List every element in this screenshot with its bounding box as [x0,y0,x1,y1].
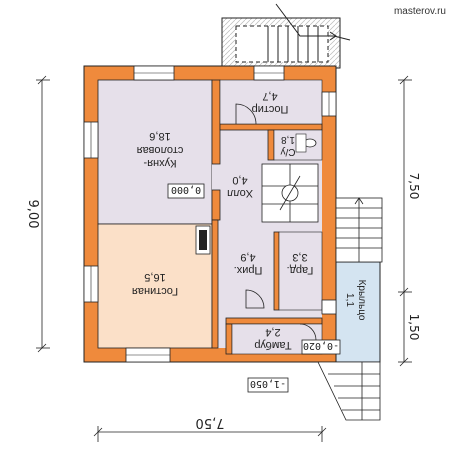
dim-right-porch: 1,50 [407,314,421,341]
hallway-area: 4,9 [240,251,255,263]
dimension-lines [36,75,412,442]
room-kitchen-area [97,79,213,225]
dim-width: 7,50 [196,415,225,430]
label-porch: Крыльцо 1,1 [344,280,367,321]
label-wc: С/у 1,8 [281,134,296,157]
top-stairs-icon [221,3,351,69]
level-floor-value: 0,000 [171,184,201,195]
dim-right-porch-value: 1,50 [407,314,421,341]
label-hallway: Прих. 4,9 [234,251,263,276]
wc-area: 1,8 [281,134,295,145]
room-wardrobe-area [278,231,323,311]
dim-depth: 9,00 [25,200,40,229]
label-wardrobe: Гард. 3,3 [287,251,314,276]
lower-stairs-icon [317,361,381,421]
stove-icon [195,225,211,255]
inner-walls [211,79,323,355]
stairs-icon [261,163,319,223]
kitchen-name-line1: Кухня- [143,157,176,169]
label-kitchen: Кухня- столовая 18,6 [137,130,184,169]
label-living: Гостиная 16,5 [132,271,178,297]
level-floor: 0,000 [167,183,205,199]
living-name: Гостиная [132,285,178,297]
dim-right-main-value: 7,50 [407,173,421,200]
kitchen-name-line2: столовая [137,144,184,156]
wc-name: С/у [281,146,296,157]
pantry-area: 4,7 [262,90,277,102]
window-icon [83,65,337,363]
vestibule-name: Тамбур [254,339,291,351]
window-glazing [90,72,330,356]
label-hall: Холл 4,0 [227,174,253,199]
porch-stairs-icon [335,197,383,263]
dim-width-value: 7,50 [196,415,225,430]
label-vestibule: Тамбур 2,4 [254,326,291,351]
living-area: 16,5 [144,271,165,283]
level-ground-value: -1,050 [250,378,286,389]
wardrobe-name: Гард. [287,264,314,276]
label-pantry: Постир 4,7 [252,90,289,115]
porch-name: Крыльцо [356,280,367,321]
dim-right-main: 7,50 [407,173,421,200]
hall-name: Холл [227,187,253,199]
wardrobe-area: 3,3 [292,251,307,263]
vestibule-area: 2,4 [265,326,280,338]
level-porch-value: -0,020 [303,340,339,351]
level-porch: -0,020 [301,339,341,355]
watermark: masterov.ru [394,6,446,17]
pantry-name: Постир [252,103,289,115]
door-swing-icon [235,103,317,341]
hallway-name: Прих. [234,264,263,276]
sink-icon [295,133,307,153]
porch-area: 1,1 [344,293,355,307]
kitchen-area: 18,6 [149,130,170,142]
level-ground: -1,050 [247,377,289,393]
hall-area: 4,0 [232,174,247,186]
dim-depth-value: 9,00 [25,200,40,229]
